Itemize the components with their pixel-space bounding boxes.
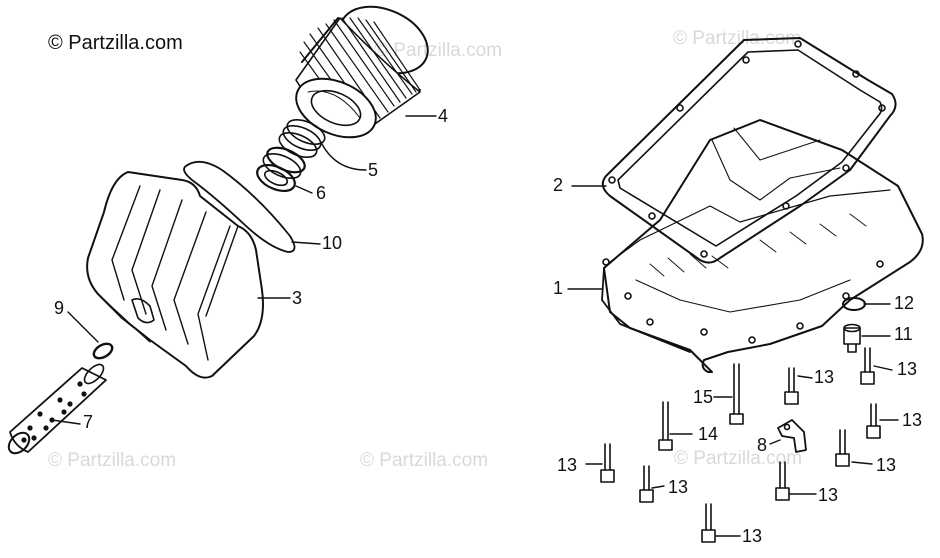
callout-13-a: 13 (814, 367, 835, 387)
callout-13-f: 13 (668, 477, 689, 497)
callout-10: 10 (322, 233, 343, 253)
oil-strainer (7, 363, 107, 455)
oil-pan-gasket (601, 37, 897, 264)
bolt-13-h (701, 503, 716, 543)
callout-13-d: 13 (876, 455, 897, 475)
callout-13-h: 13 (742, 526, 763, 546)
bolt-13-f (639, 465, 654, 503)
callout-4: 4 (438, 106, 449, 126)
callout-15: 15 (693, 387, 714, 407)
bolt-14 (658, 401, 673, 451)
callout-8: 8 (757, 435, 768, 455)
watermark: © Partzilla.com (360, 450, 489, 471)
watermark: © Partzilla.com (48, 450, 177, 471)
copyright-notice: © Partzilla.com (48, 32, 183, 54)
callout-12: 12 (894, 293, 915, 313)
callout-13-e: 13 (557, 455, 578, 475)
oil-pan (601, 119, 924, 373)
callout-14: 14 (698, 424, 719, 444)
watermark: © Partzilla.com (374, 40, 503, 61)
bolt-15 (729, 363, 744, 425)
callout-7: 7 (83, 412, 94, 432)
cover-o-ring (183, 160, 296, 253)
callout-9: 9 (54, 298, 65, 318)
leader-lines (51, 115, 899, 537)
watermark: © Partzilla.com (673, 28, 802, 49)
strainer-o-ring (92, 342, 114, 360)
filter-spring (278, 118, 326, 159)
callout-2: 2 (553, 175, 564, 195)
filter-cover (86, 171, 264, 379)
drain-bolt (843, 323, 861, 353)
bolt-13-g (775, 461, 790, 501)
callout-11: 11 (894, 324, 913, 344)
clamp-bracket (777, 419, 807, 453)
callout-3: 3 (292, 288, 303, 308)
callout-6: 6 (316, 183, 327, 203)
callout-13-c: 13 (902, 410, 923, 430)
bolt-13-a (784, 367, 799, 405)
bolt-13-c (866, 403, 881, 439)
bolt-13-e (600, 443, 615, 483)
callout-5: 5 (368, 160, 379, 180)
watermark: © Partzilla.com (674, 448, 803, 469)
bolt-13-b (860, 347, 875, 385)
oil-filter (295, 5, 429, 139)
callout-13-g: 13 (818, 485, 839, 505)
callout-1: 1 (553, 278, 564, 298)
filter-washers (256, 146, 306, 193)
bolt-13-d (835, 429, 850, 467)
callout-13-b: 13 (897, 359, 918, 379)
